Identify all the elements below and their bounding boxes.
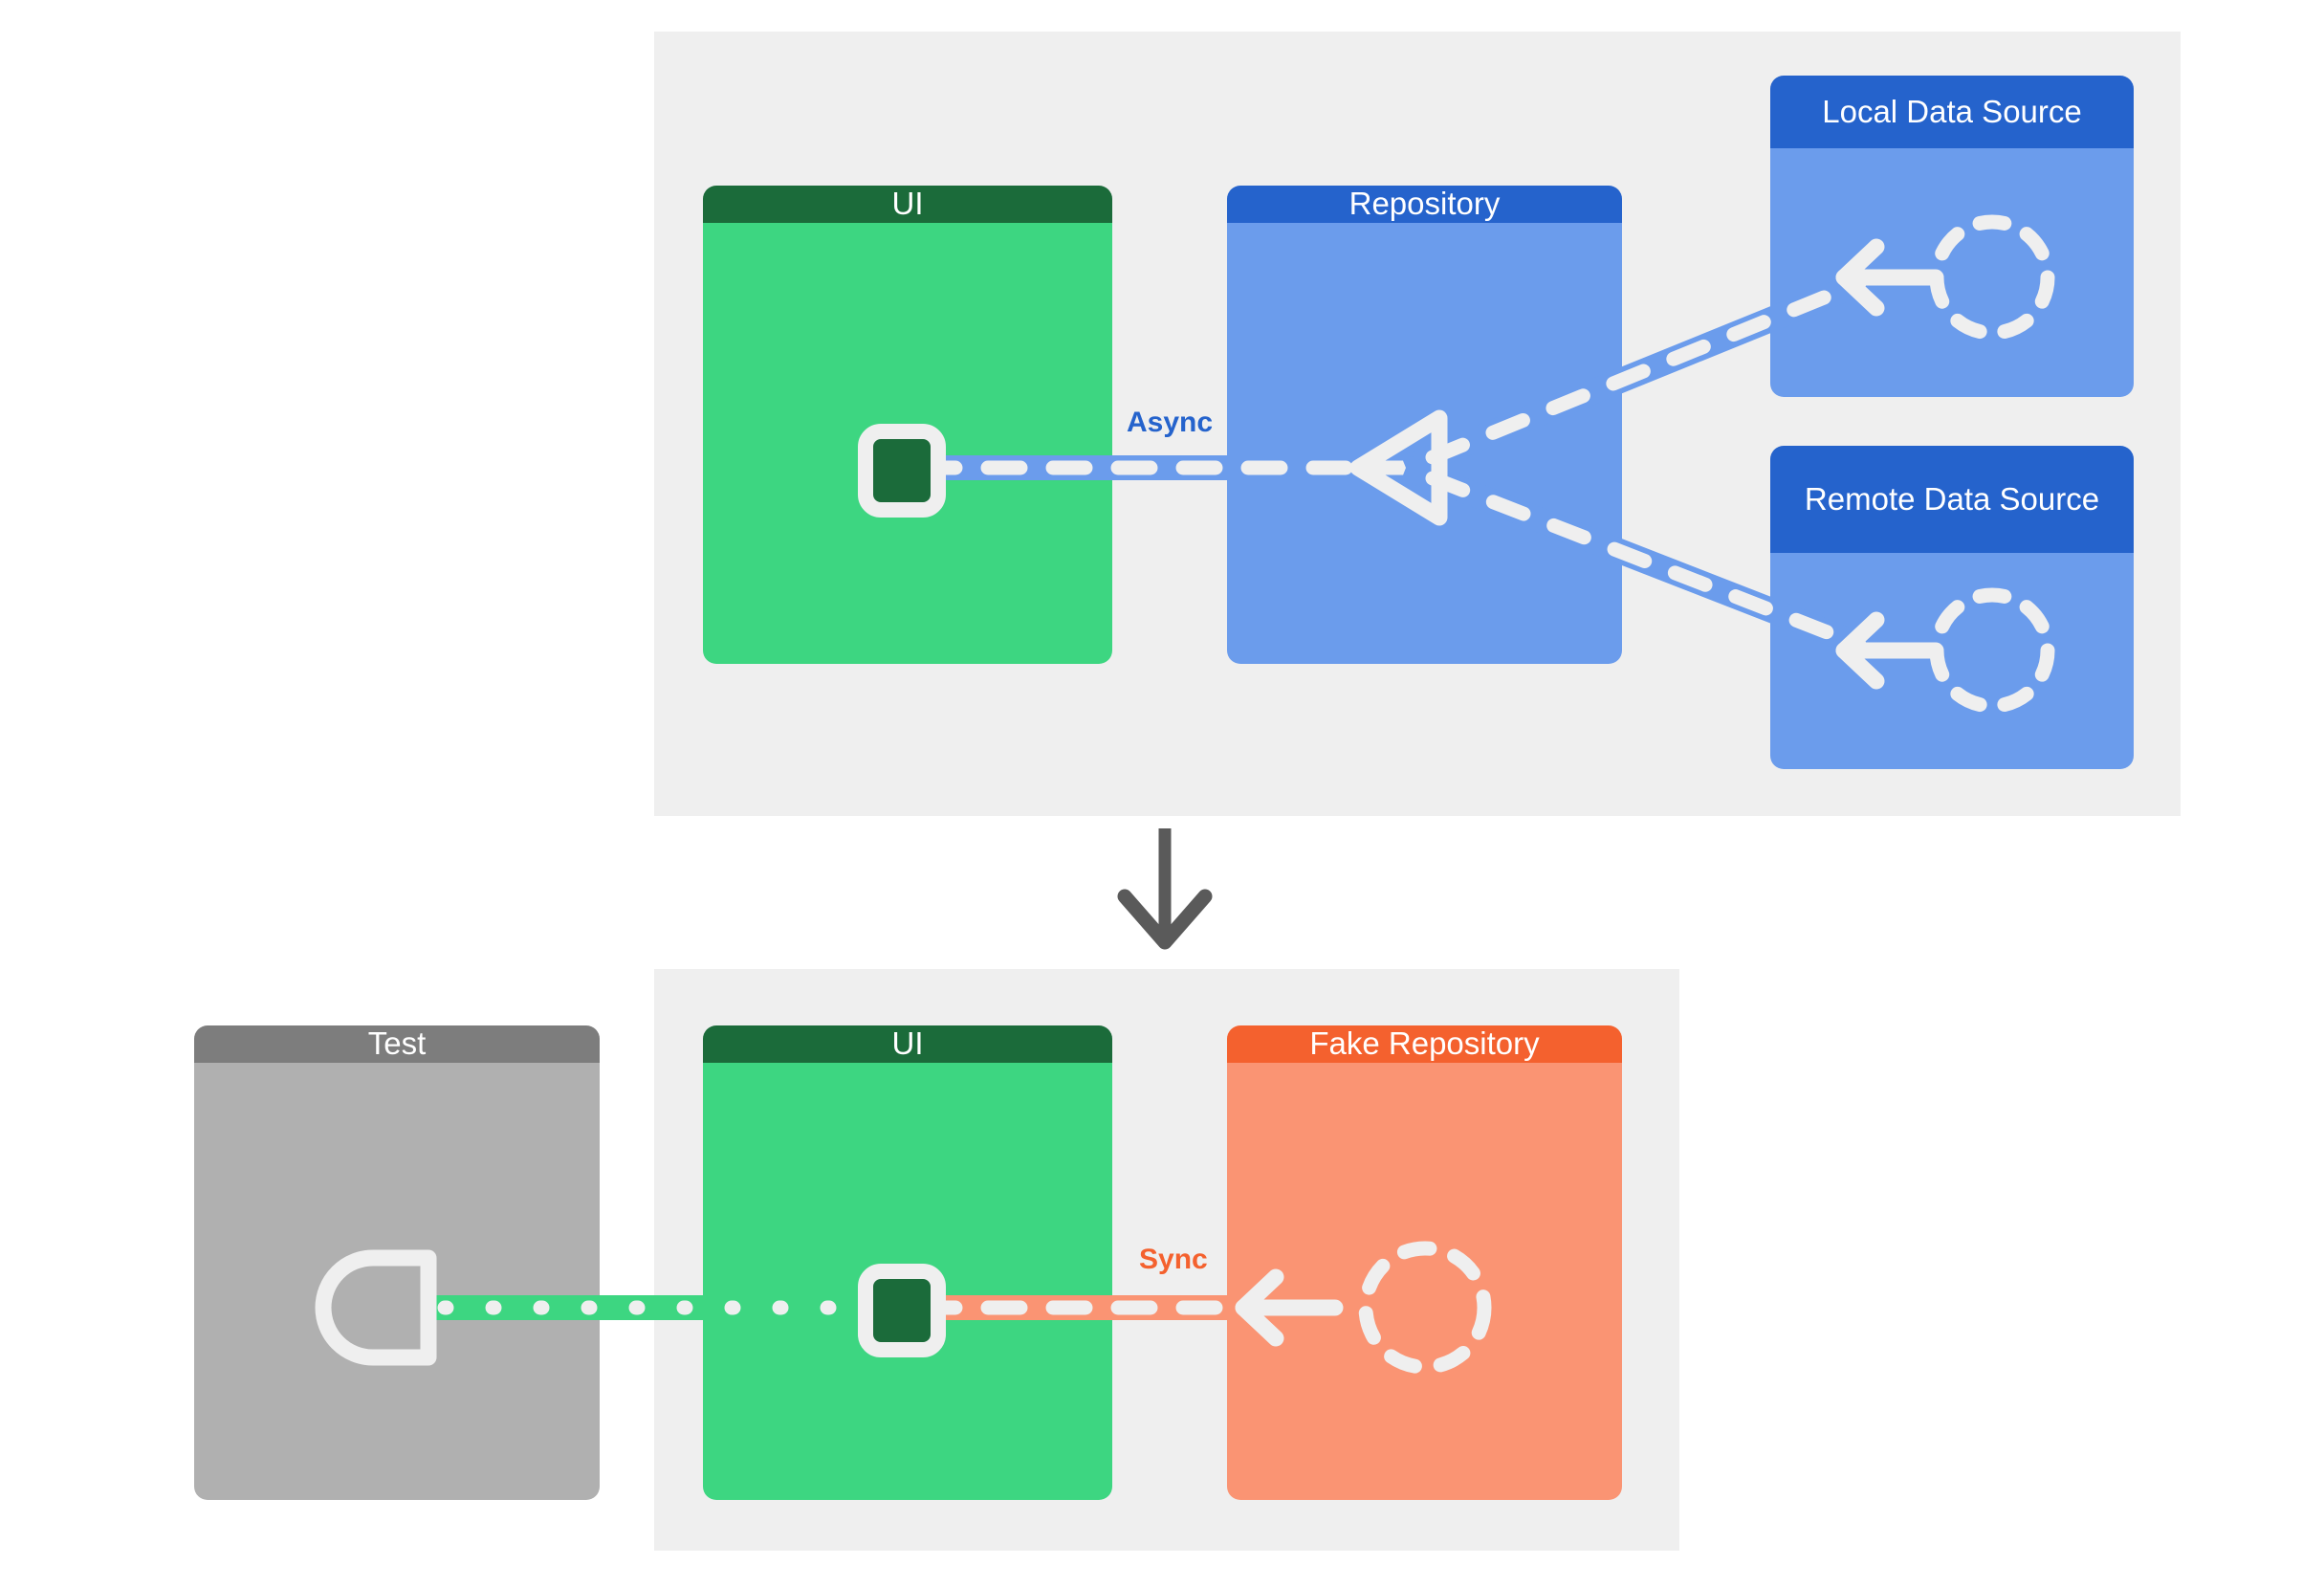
node-repository[interactable]: Repository (1227, 186, 1622, 664)
node-test-body (194, 1062, 600, 1500)
node-ui-test-title: UI (703, 1025, 1112, 1063)
node-local-data-source-title: Local Data Source (1770, 76, 2134, 148)
node-fake-repository[interactable]: Fake Repository (1227, 1025, 1622, 1500)
node-test[interactable]: Test (194, 1025, 600, 1500)
node-ui-test-body (703, 1062, 1112, 1500)
edge-label-async: Async (1121, 407, 1219, 439)
node-remote-data-source-title: Remote Data Source (1770, 446, 2134, 553)
node-ui-production-body (703, 222, 1112, 664)
node-repository-body (1227, 222, 1622, 664)
node-local-data-source[interactable]: Local Data Source (1770, 76, 2134, 397)
down-arrow-icon (1117, 828, 1213, 950)
node-remote-data-source-body (1770, 553, 2134, 769)
node-ui-production-title: UI (703, 186, 1112, 223)
node-ui-test[interactable]: UI (703, 1025, 1112, 1500)
node-repository-title: Repository (1227, 186, 1622, 223)
node-test-title: Test (194, 1025, 600, 1063)
node-local-data-source-body (1770, 148, 2134, 397)
node-fake-repository-title: Fake Repository (1227, 1025, 1622, 1063)
node-ui-production[interactable]: UI (703, 186, 1112, 664)
node-fake-repository-body (1227, 1062, 1622, 1500)
edge-label-sync: Sync (1133, 1244, 1214, 1276)
node-remote-data-source[interactable]: Remote Data Source (1770, 446, 2134, 769)
